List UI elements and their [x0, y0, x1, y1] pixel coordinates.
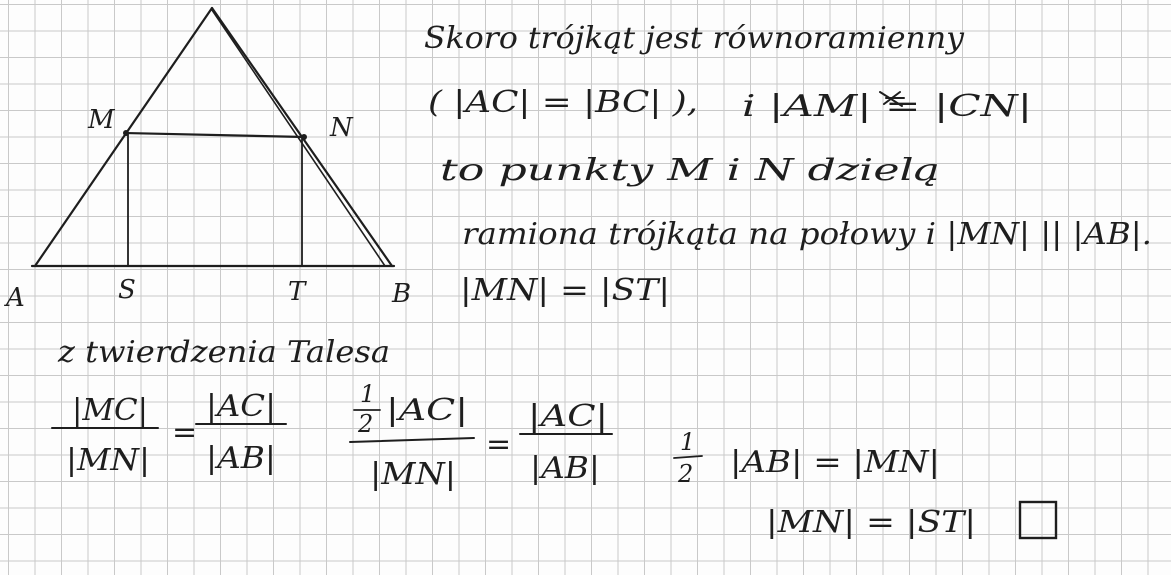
- label-m: M: [87, 105, 116, 135]
- segment-mn: [123, 131, 306, 139]
- line-1: Skoro trójkąt jest równoramienny: [424, 21, 965, 56]
- label-n: N: [329, 113, 354, 143]
- point-m-dot: [123, 130, 129, 136]
- f3-bar: [349, 437, 475, 443]
- heading-tales: z twierdzenia Talesa: [57, 335, 390, 370]
- equation-2: 1 2 |AC| |MN| = |AC| |AB|: [349, 380, 613, 492]
- label-b: B: [391, 279, 411, 309]
- r1-coef-num: 1: [680, 428, 695, 456]
- f2-numerator: |AC|: [206, 389, 276, 424]
- f1-numerator: |MC|: [72, 393, 148, 428]
- f4-denominator: |AB|: [530, 451, 600, 486]
- f3-coef-den: 2: [357, 410, 373, 438]
- eq-sign-1: =: [172, 415, 197, 450]
- r1-coef-den: 2: [677, 460, 693, 488]
- point-n-dot: [301, 134, 307, 140]
- equation-1: |MC| |MN| = |AC| |AB|: [51, 389, 287, 478]
- result-lines: 1 2 |AB| = |MN| |MN| = |ST|: [673, 428, 1058, 540]
- f3-numerator: |AC|: [386, 393, 468, 428]
- label-s: S: [118, 275, 136, 305]
- qed-box: [1018, 500, 1058, 540]
- label-t: T: [288, 277, 307, 307]
- result-2: |MN| = |ST|: [766, 505, 976, 540]
- f4-numerator: |AC|: [528, 399, 608, 434]
- line-3: to punkty M i N dzielą: [440, 153, 940, 188]
- result-1: |AB| = |MN|: [730, 445, 940, 480]
- f3-coef-num: 1: [360, 380, 375, 408]
- r1-coef-bar: [673, 455, 703, 459]
- f3-denominator: |MN|: [370, 457, 456, 492]
- line-4: ramiona trójkąta na połowy i |MN| || |AB…: [462, 217, 1152, 252]
- line-2b: i |AM| = |CN|: [742, 89, 1032, 124]
- side-bc-retrace: [211, 9, 386, 267]
- triangle-diagram: M N A S T B: [4, 6, 411, 313]
- explanation-text: Skoro trójkąt jest równoramienny ( |AC| …: [57, 21, 1152, 370]
- label-a: A: [4, 283, 25, 313]
- f1-denominator: |MN|: [66, 443, 150, 478]
- line-2a: ( |AC| = |BC| ),: [428, 85, 698, 120]
- line-5: |MN| = |ST|: [460, 273, 670, 308]
- f2-denominator: |AB|: [206, 441, 276, 476]
- scribble-mark: [879, 91, 905, 107]
- side-ac: [33, 6, 214, 268]
- eq-sign-2: =: [486, 427, 511, 462]
